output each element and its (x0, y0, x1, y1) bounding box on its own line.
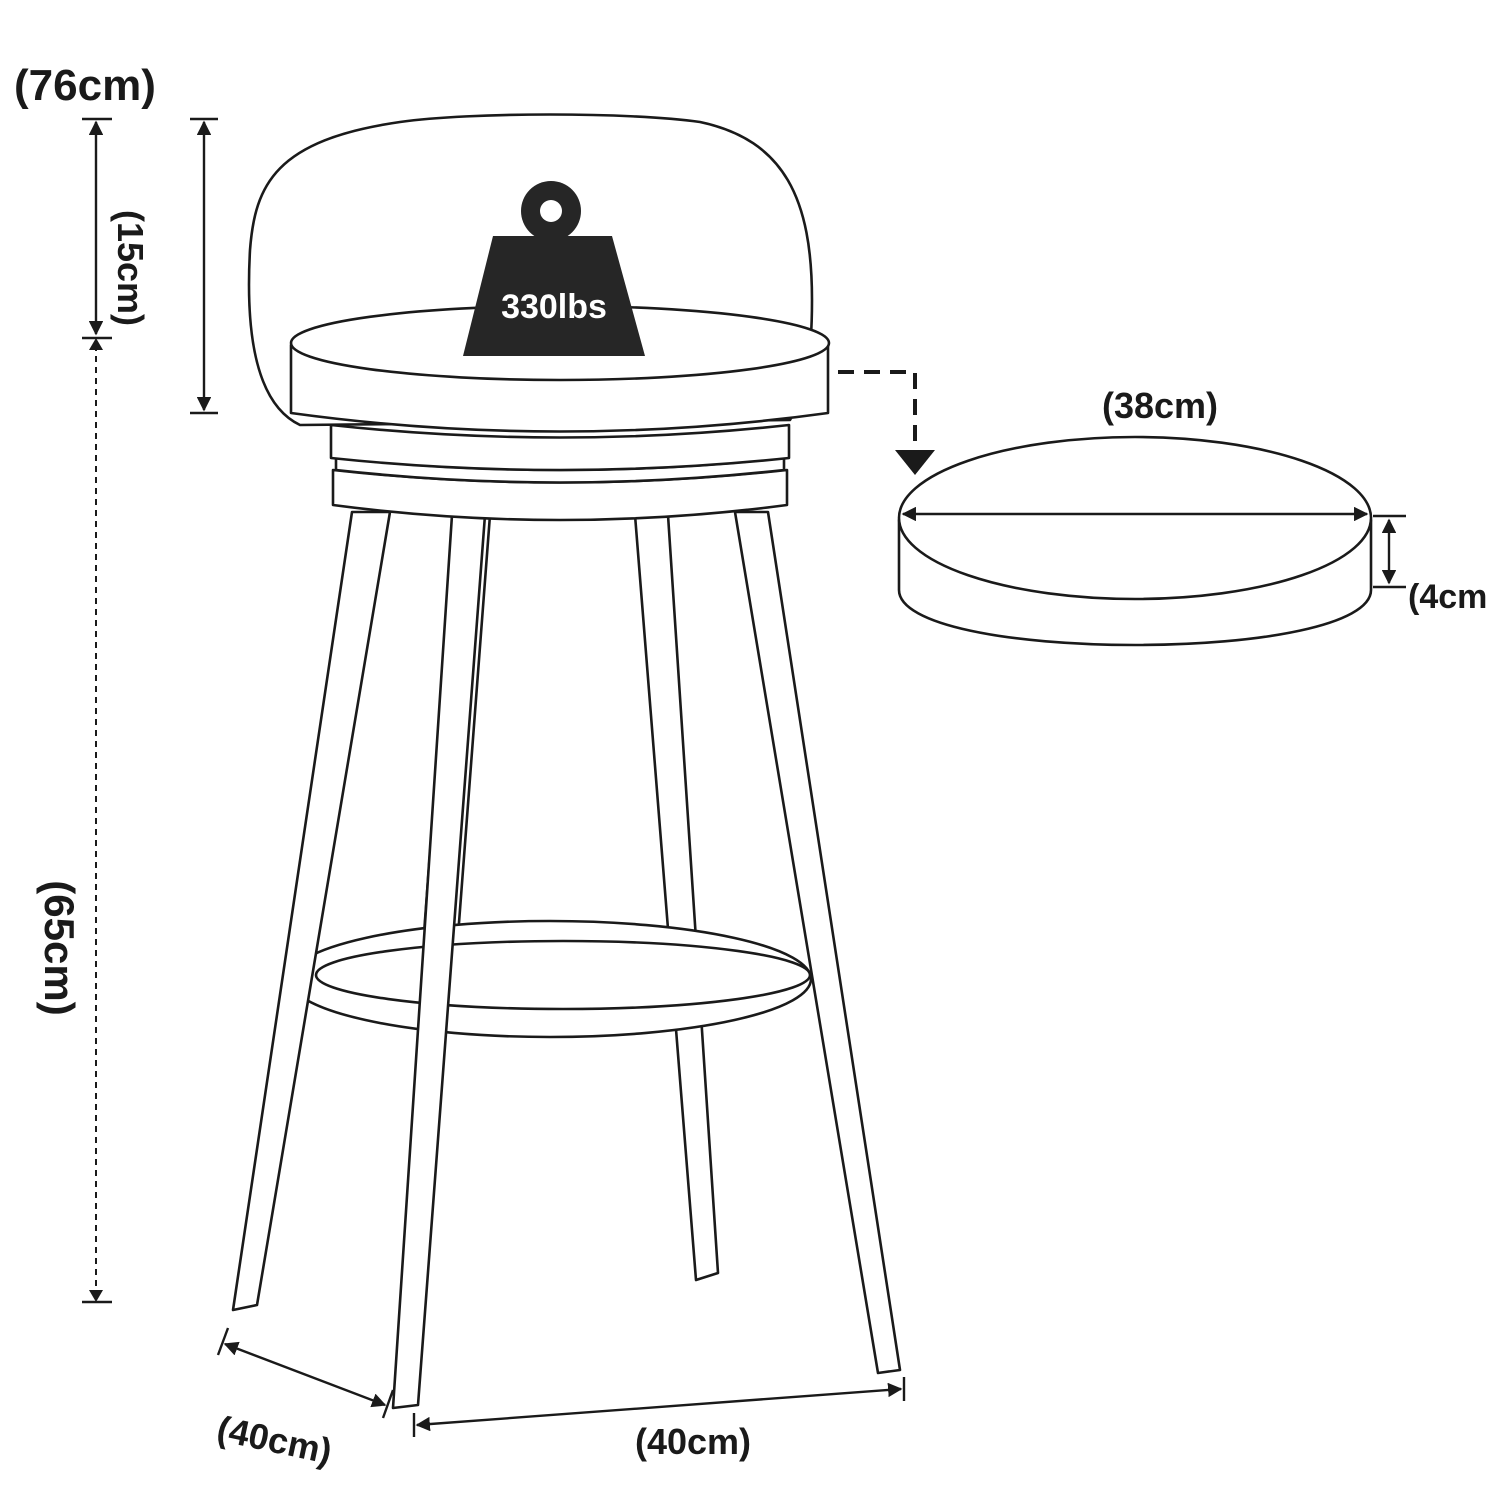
back-right-leg (633, 513, 720, 1282)
seat-cushion-detail (838, 370, 1406, 647)
total-height-label: (76cm) (14, 61, 156, 110)
base-width-dimension (415, 1382, 903, 1432)
pointer-line (838, 370, 917, 445)
base-depth-label: (40cm) (214, 1408, 336, 1472)
weight-capacity-label: 330lbs (501, 288, 607, 326)
weight-icon: 330lbs (463, 181, 645, 356)
front-left-leg (231, 510, 392, 1312)
seat-height-label: (65cm) (36, 880, 83, 1015)
base-depth-dimension (223, 1341, 387, 1408)
height-dimensions (82, 117, 218, 1304)
footrest-ring (287, 919, 813, 1039)
cushion-thickness-label: (4cm (1408, 578, 1487, 616)
backrest-height-label: (15cm) (110, 210, 151, 326)
front-right-leg (733, 510, 902, 1375)
base-width-label: (40cm) (635, 1421, 751, 1462)
base-dimensions (216, 1327, 906, 1437)
seat-diameter-label: (38cm) (1102, 385, 1218, 426)
swivel-upper-disc (329, 423, 791, 472)
stool-drawing: 330lbs (231, 113, 902, 1410)
pointer-arrow-icon (895, 450, 935, 475)
